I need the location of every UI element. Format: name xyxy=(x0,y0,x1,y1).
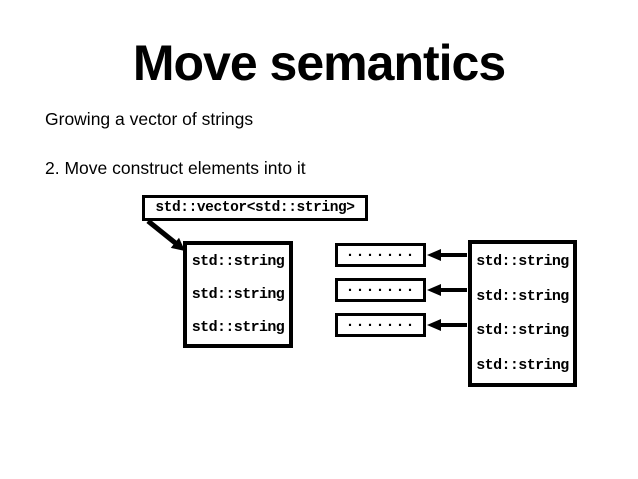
subtitle-text: Growing a vector of strings xyxy=(45,109,254,129)
buffer-item: std::string xyxy=(476,322,569,340)
moved-out-dots: ······· xyxy=(345,316,416,334)
buffer-item: std::string xyxy=(476,252,569,270)
moved-out-string-box: ······· xyxy=(335,313,426,337)
moved-out-string-box: ······· xyxy=(335,243,426,267)
vector-buffer-box: std::string std::string std::string xyxy=(183,241,293,348)
source-buffer-box: std::string std::string std::string std:… xyxy=(468,240,577,387)
buffer-item: std::string xyxy=(191,253,285,270)
vector-box: std::vector<std::string> xyxy=(142,195,368,221)
buffer-item: std::string xyxy=(191,319,285,336)
buffer-item: std::string xyxy=(191,286,285,303)
vector-to-buffer-arrow-line xyxy=(146,219,178,246)
vector-box-label: std::vector<std::string> xyxy=(155,200,355,216)
moved-out-string-box: ······· xyxy=(335,278,426,302)
move-arrowhead xyxy=(427,249,441,261)
move-arrowhead xyxy=(427,319,441,331)
slide-title: Move semantics xyxy=(132,35,506,91)
step-text: 2. Move construct elements into it xyxy=(45,158,306,178)
move-arrowhead xyxy=(427,284,441,296)
moved-out-dots: ······· xyxy=(345,246,416,264)
buffer-item: std::string xyxy=(476,357,569,375)
buffer-item: std::string xyxy=(476,287,569,305)
moved-out-dots: ······· xyxy=(345,281,416,299)
